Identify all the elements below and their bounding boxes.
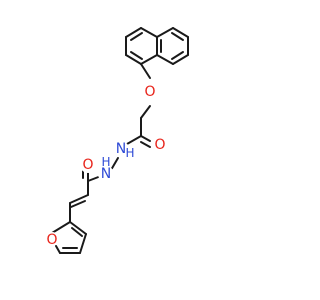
bond <box>140 54 158 65</box>
bond-layer <box>51 27 189 254</box>
atom-label: N <box>101 166 111 182</box>
bond <box>70 200 86 208</box>
bond <box>69 221 87 235</box>
atom-label: N <box>116 141 126 157</box>
bond <box>140 63 151 79</box>
bond <box>156 54 174 65</box>
bond-inner <box>130 32 143 41</box>
bond <box>69 194 89 204</box>
bond <box>140 27 158 38</box>
atom-label-layer: O O N H N H O O <box>44 84 168 248</box>
atom-label: O <box>82 157 93 173</box>
hydrazide-nh-left-atom: N H <box>98 155 114 182</box>
molecule-structure-diagram: O O N H N H O O <box>44 27 189 254</box>
bond <box>79 233 87 254</box>
bond <box>125 27 142 38</box>
bond <box>140 135 151 142</box>
bond <box>140 105 151 119</box>
bond-inner <box>171 32 184 41</box>
atom-label: O <box>144 84 155 100</box>
bond <box>55 245 61 254</box>
bond <box>172 27 189 38</box>
bond <box>126 135 142 145</box>
bond <box>140 141 151 148</box>
bond <box>125 54 142 65</box>
furan-closure-bond <box>55 245 61 254</box>
hydrazide-nh-right-atom: N H <box>113 141 135 160</box>
furan-oxygen-atom: O <box>44 232 60 248</box>
atom-label: H <box>101 155 110 169</box>
bond <box>110 157 119 171</box>
bond-inner <box>171 51 184 60</box>
bond <box>172 54 189 65</box>
upper-carbonyl-oxygen-atom: O <box>152 137 168 153</box>
atom-label: O <box>46 232 57 248</box>
atom-label: H <box>125 146 134 160</box>
bond <box>51 221 71 234</box>
ether-oxygen-atom: O <box>142 84 158 100</box>
lower-carbonyl-oxygen-atom: O <box>80 157 96 173</box>
bond <box>156 27 174 38</box>
atom-label: O <box>154 137 165 153</box>
bond-inner <box>71 227 83 237</box>
bond-inner <box>130 51 143 60</box>
